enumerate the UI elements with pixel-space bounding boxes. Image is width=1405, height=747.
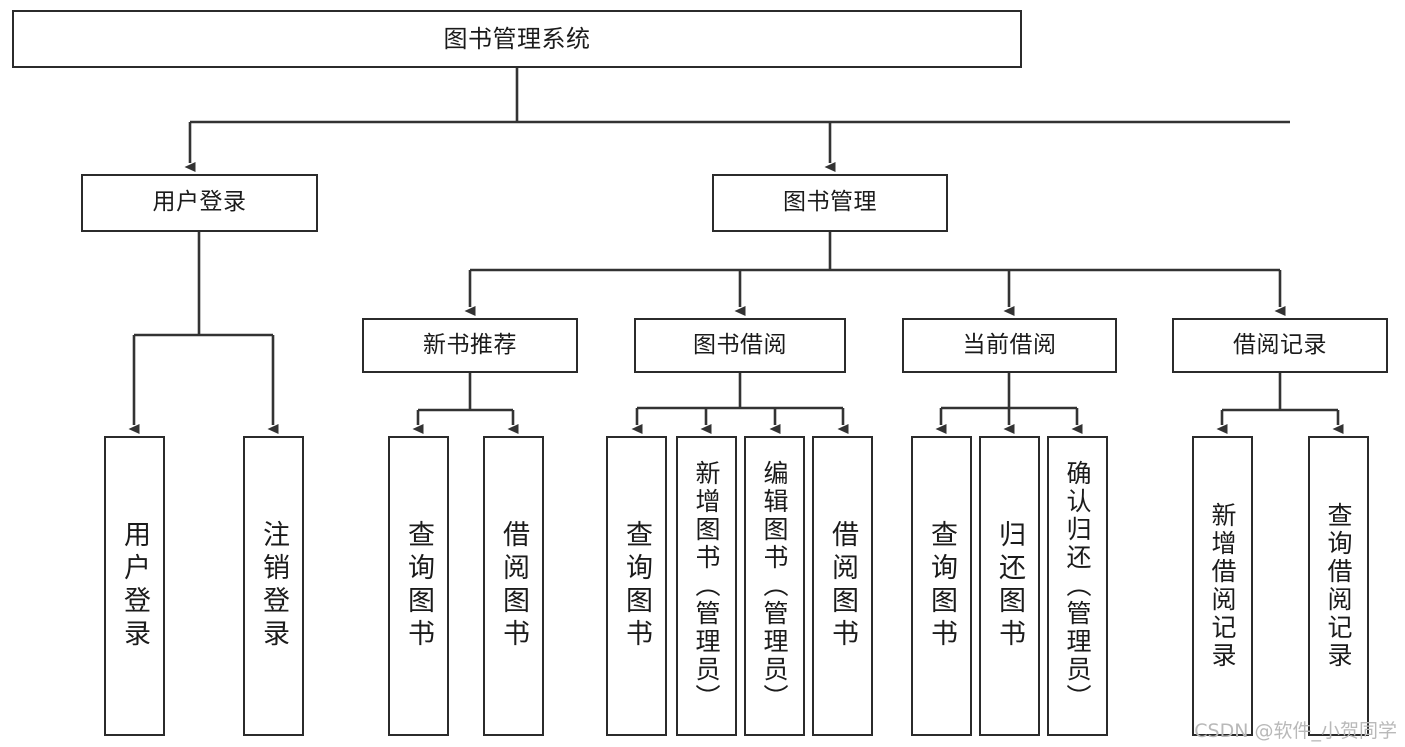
- leaf-borrow-record-query[interactable]: 查询借阅记录: [1308, 436, 1369, 736]
- leaf-current-borrow-query[interactable]: 查询图书: [911, 436, 972, 736]
- node-label: 查询借阅记录: [1324, 502, 1353, 670]
- node-new-book-recommend[interactable]: 新书推荐: [362, 318, 578, 373]
- node-label: 借阅图书: [498, 520, 529, 652]
- node-label: 新增图书（管理员）: [692, 460, 721, 712]
- node-label: 用户登录: [152, 189, 247, 216]
- node-current-borrow[interactable]: 当前借阅: [902, 318, 1117, 373]
- node-label: 借阅图书: [827, 520, 858, 652]
- node-label: 查询图书: [621, 520, 652, 652]
- node-root-system[interactable]: 图书管理系统: [12, 10, 1022, 68]
- csdn-watermark: CSDN @软件_小贺同学: [1194, 720, 1397, 742]
- leaf-book-borrow-borrow[interactable]: 借阅图书: [812, 436, 873, 736]
- node-label: 新增借阅记录: [1208, 502, 1237, 670]
- node-user-login[interactable]: 用户登录: [81, 174, 318, 232]
- leaf-user-login-logout[interactable]: 注销登录: [243, 436, 304, 736]
- node-book-borrow[interactable]: 图书借阅: [634, 318, 846, 373]
- node-label: 编辑图书（管理员）: [760, 460, 789, 712]
- leaf-current-borrow-confirm-return[interactable]: 确认归还（管理员）: [1047, 436, 1108, 736]
- node-label: 新书推荐: [423, 331, 517, 358]
- node-label: 当前借阅: [962, 331, 1057, 358]
- node-label: 查询图书: [403, 520, 434, 652]
- node-label: 确认归还（管理员）: [1063, 460, 1092, 712]
- leaf-current-borrow-return[interactable]: 归还图书: [979, 436, 1040, 736]
- node-label: 图书管理: [783, 189, 877, 216]
- node-book-management[interactable]: 图书管理: [712, 174, 948, 232]
- leaf-book-borrow-add[interactable]: 新增图书（管理员）: [676, 436, 737, 736]
- node-label: 借阅记录: [1233, 331, 1327, 358]
- leaf-user-login-login[interactable]: 用户登录: [104, 436, 165, 736]
- leaf-new-book-borrow[interactable]: 借阅图书: [483, 436, 544, 736]
- leaf-book-borrow-query[interactable]: 查询图书: [606, 436, 667, 736]
- node-label: 图书借阅: [693, 331, 787, 358]
- leaf-book-borrow-edit[interactable]: 编辑图书（管理员）: [744, 436, 805, 736]
- node-label: 注销登录: [258, 520, 289, 652]
- node-label: 图书管理系统: [443, 24, 591, 53]
- leaf-new-book-query[interactable]: 查询图书: [388, 436, 449, 736]
- node-label: 查询图书: [926, 520, 957, 652]
- leaf-borrow-record-add[interactable]: 新增借阅记录: [1192, 436, 1253, 736]
- node-borrow-record[interactable]: 借阅记录: [1172, 318, 1388, 373]
- node-label: 归还图书: [994, 520, 1025, 652]
- node-label: 用户登录: [119, 520, 150, 652]
